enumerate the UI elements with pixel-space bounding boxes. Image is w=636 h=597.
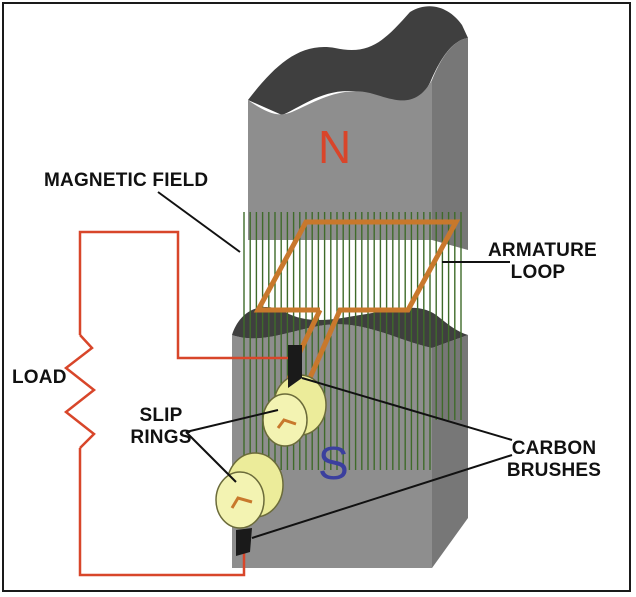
armature-loop-label: ARMATURE LOOP: [488, 240, 597, 284]
label-pointers: [157, 191, 513, 539]
carbon-brush-lower: [236, 528, 252, 556]
north-pole-magnet: [248, 6, 468, 250]
magnetic-field-pointer: [157, 191, 241, 253]
load-wire-top: [78, 230, 295, 360]
north-pole-top-face: [248, 6, 468, 116]
north-pole-front-face: [248, 80, 432, 240]
slip-rings-label: SLIP RINGS: [128, 405, 194, 449]
slip-ring-upper: [262, 374, 327, 447]
armature-loop-coil: [253, 219, 461, 362]
armature-loop-label-line2: LOOP: [510, 262, 566, 283]
south-pole-side-face: [432, 335, 468, 568]
south-pole-top-face: [232, 306, 468, 348]
load-wire-bottom: [78, 448, 246, 577]
carbon-brushes-label: CARBON BRUSHES: [500, 438, 608, 482]
carbon-brush-upper: [288, 345, 302, 388]
slip-rings-pointer-lower: [185, 431, 237, 483]
south-pole-label: S: [318, 437, 349, 489]
slip-rings-pointer-upper: [185, 409, 279, 433]
slip-rings-label-line2: RINGS: [130, 427, 192, 448]
magnetic-field-label: MAGNETIC FIELD: [44, 170, 209, 191]
carbon-brushes-pointer-lower: [251, 454, 513, 539]
carbon-brushes-pointer-upper: [301, 377, 513, 441]
north-pole-label: N: [318, 121, 352, 173]
carbon-brushes-label-line1: CARBON: [511, 438, 597, 459]
load-resistor: [63, 334, 97, 449]
carbon-brushes-label-line2: BRUSHES: [506, 460, 602, 481]
load-circuit: [63, 230, 295, 577]
slip-rings-label-line1: SLIP: [139, 405, 183, 426]
armature-loop-label-line1: ARMATURE: [488, 240, 597, 261]
load-label: LOAD: [12, 367, 67, 388]
magnetic-field-lines: [243, 212, 462, 470]
slip-ring-lower: [215, 452, 284, 529]
north-pole-side-face: [432, 38, 468, 250]
